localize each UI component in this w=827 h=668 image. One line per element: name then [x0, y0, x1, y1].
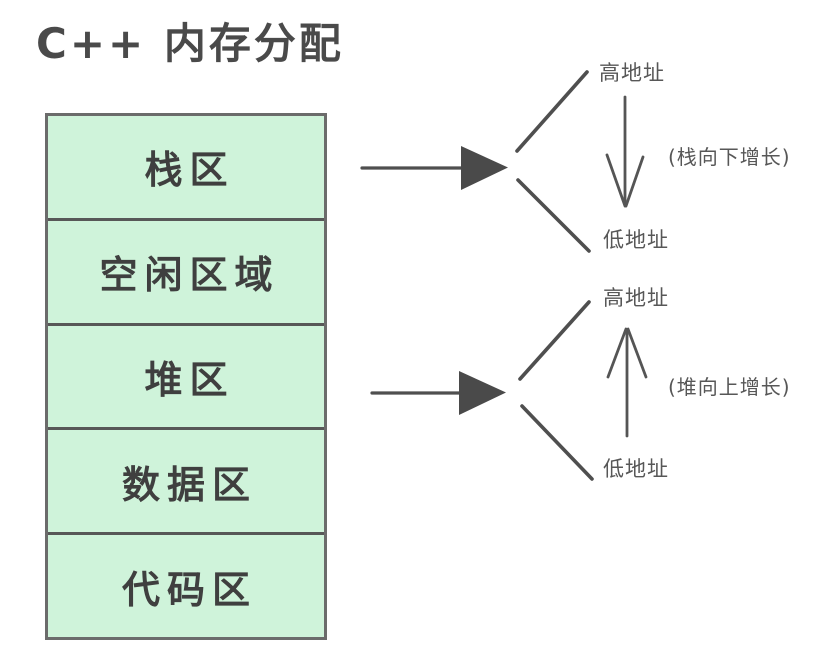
segment-free-label: 空闲区域: [99, 253, 280, 298]
segment-free: 空闲区域: [48, 221, 324, 326]
stack-fork-lower-line: [516, 178, 591, 253]
stack-grow-down-arrow-icon: [605, 95, 645, 208]
memory-layout-box: 栈区 空闲区域 堆区 数据区 代码区: [45, 113, 327, 640]
stack-fork-upper-line: [515, 70, 589, 153]
segment-code-label: 代码区: [121, 567, 257, 612]
segment-heap: 堆区: [48, 326, 324, 431]
heap-growth-note: (堆向上增长): [668, 375, 791, 399]
segment-heap-label: 堆区: [144, 357, 235, 402]
heap-low-address-label: 低地址: [603, 457, 669, 481]
stack-high-address-label: 高地址: [599, 61, 665, 85]
stack-pointer-arrow-icon: [360, 70, 591, 253]
stack-arrowhead-icon: [461, 146, 508, 190]
heap-high-address-label: 高地址: [603, 286, 669, 310]
heap-pointer-arrow-icon: [370, 300, 594, 481]
page-title: C++ 内存分配: [36, 19, 344, 68]
segment-data: 数据区: [48, 430, 324, 536]
segment-code: 代码区: [48, 535, 324, 637]
heap-grow-up-arrow-icon: [606, 327, 648, 438]
segment-data-label: 数据区: [121, 462, 257, 507]
segment-stack-label: 栈区: [144, 148, 235, 193]
segment-stack: 栈区: [48, 116, 324, 221]
heap-arrowhead-icon: [459, 371, 506, 415]
stack-low-address-label: 低地址: [603, 228, 669, 252]
heap-fork-upper-line: [518, 300, 591, 381]
stack-growth-note: (栈向下增长): [668, 145, 791, 169]
heap-fork-lower-line: [520, 404, 594, 481]
